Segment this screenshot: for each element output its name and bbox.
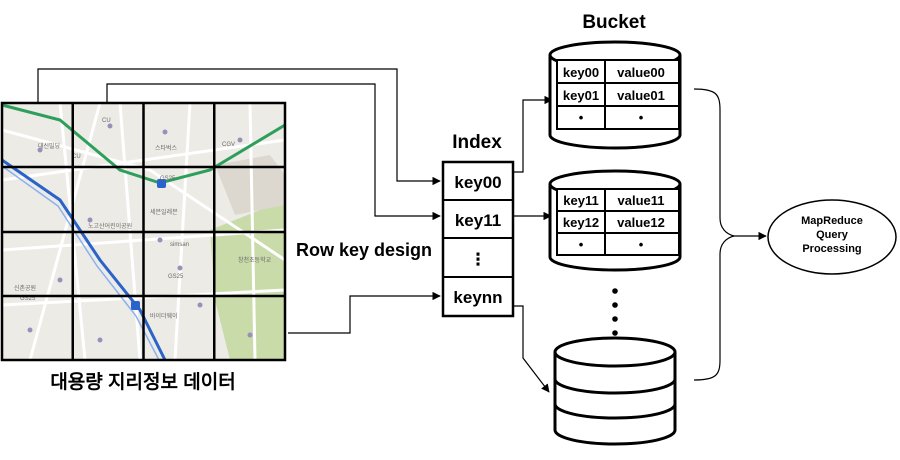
- map-label: GS25: [160, 176, 176, 182]
- map-label: 바이더웨이: [150, 312, 178, 320]
- index-bucket-arrows: [513, 95, 553, 393]
- index-table: key00 key11 ⋮ keynn: [441, 160, 515, 318]
- mapreduce-node: MapReduce Query Processing: [767, 199, 897, 275]
- row-key-design-label: Row key design: [296, 240, 432, 260]
- index-entry: key11: [455, 211, 501, 230]
- bucket-key: key00: [563, 65, 599, 80]
- block-area: [215, 155, 285, 215]
- map-label: 세븐일레븐: [150, 208, 178, 216]
- index-entry: key00: [454, 173, 501, 192]
- map-label: 신촌공원: [14, 284, 36, 292]
- bucket-key: •: [579, 237, 584, 252]
- bucket-value: value11: [618, 193, 665, 208]
- map-pins: [27, 123, 253, 343]
- bucket-value: value01: [617, 88, 665, 103]
- station-icon: [157, 179, 166, 188]
- map-label: simsan: [170, 242, 189, 248]
- station-icon: [131, 301, 140, 310]
- map-label: CU: [72, 154, 81, 160]
- subway-line-blue: [1, 158, 167, 361]
- geo-map: CU GS25 CGV 스타벅스 GS25 CU simsan GS25 세븐일…: [0, 101, 287, 362]
- map-label: 스타벅스: [155, 144, 178, 152]
- bucket-ellipsis: [612, 288, 618, 336]
- bucket-key: •: [579, 110, 584, 125]
- bucket-value: •: [639, 110, 644, 125]
- mapreduce-label-line: MapReduce: [801, 215, 863, 227]
- bucket-value: value00: [617, 65, 665, 80]
- map-label: GS25: [20, 296, 36, 302]
- bucket-key: key12: [563, 215, 599, 230]
- index-entry: keynn: [453, 288, 502, 307]
- map-label: CU: [102, 118, 111, 124]
- map-label: CGV: [222, 142, 235, 148]
- map-label: GS25: [168, 274, 184, 280]
- index-entry: ⋮: [470, 250, 487, 269]
- bucket-n: [553, 336, 677, 446]
- bucket-value: •: [639, 237, 644, 252]
- park-area: [210, 200, 285, 360]
- bucket-2: key11 value11 key12 value12 • •: [548, 169, 682, 272]
- bucket-title: Bucket: [582, 12, 646, 33]
- map-grid: [0, 101, 287, 362]
- bucket-1: key00 value00 key01 value01 • •: [548, 40, 682, 150]
- bucket-key: key01: [563, 88, 599, 103]
- bucket-bracket: [693, 88, 767, 381]
- map-label: 창천초등학교: [238, 256, 272, 264]
- mapreduce-label-line: Query: [816, 229, 849, 241]
- map-label: 대신빌딩: [38, 142, 60, 150]
- subway-line-green: [1, 103, 286, 185]
- map-caption: 대용량 지리정보 데이터: [50, 371, 235, 393]
- bucket-value: value12: [617, 215, 665, 230]
- row-key-arrows: [37, 68, 441, 334]
- bucket-key: key11: [563, 193, 598, 208]
- index-title: Index: [452, 132, 502, 153]
- map-label: 노고산어린이공원: [88, 222, 132, 230]
- mapreduce-label-line: Processing: [802, 243, 861, 255]
